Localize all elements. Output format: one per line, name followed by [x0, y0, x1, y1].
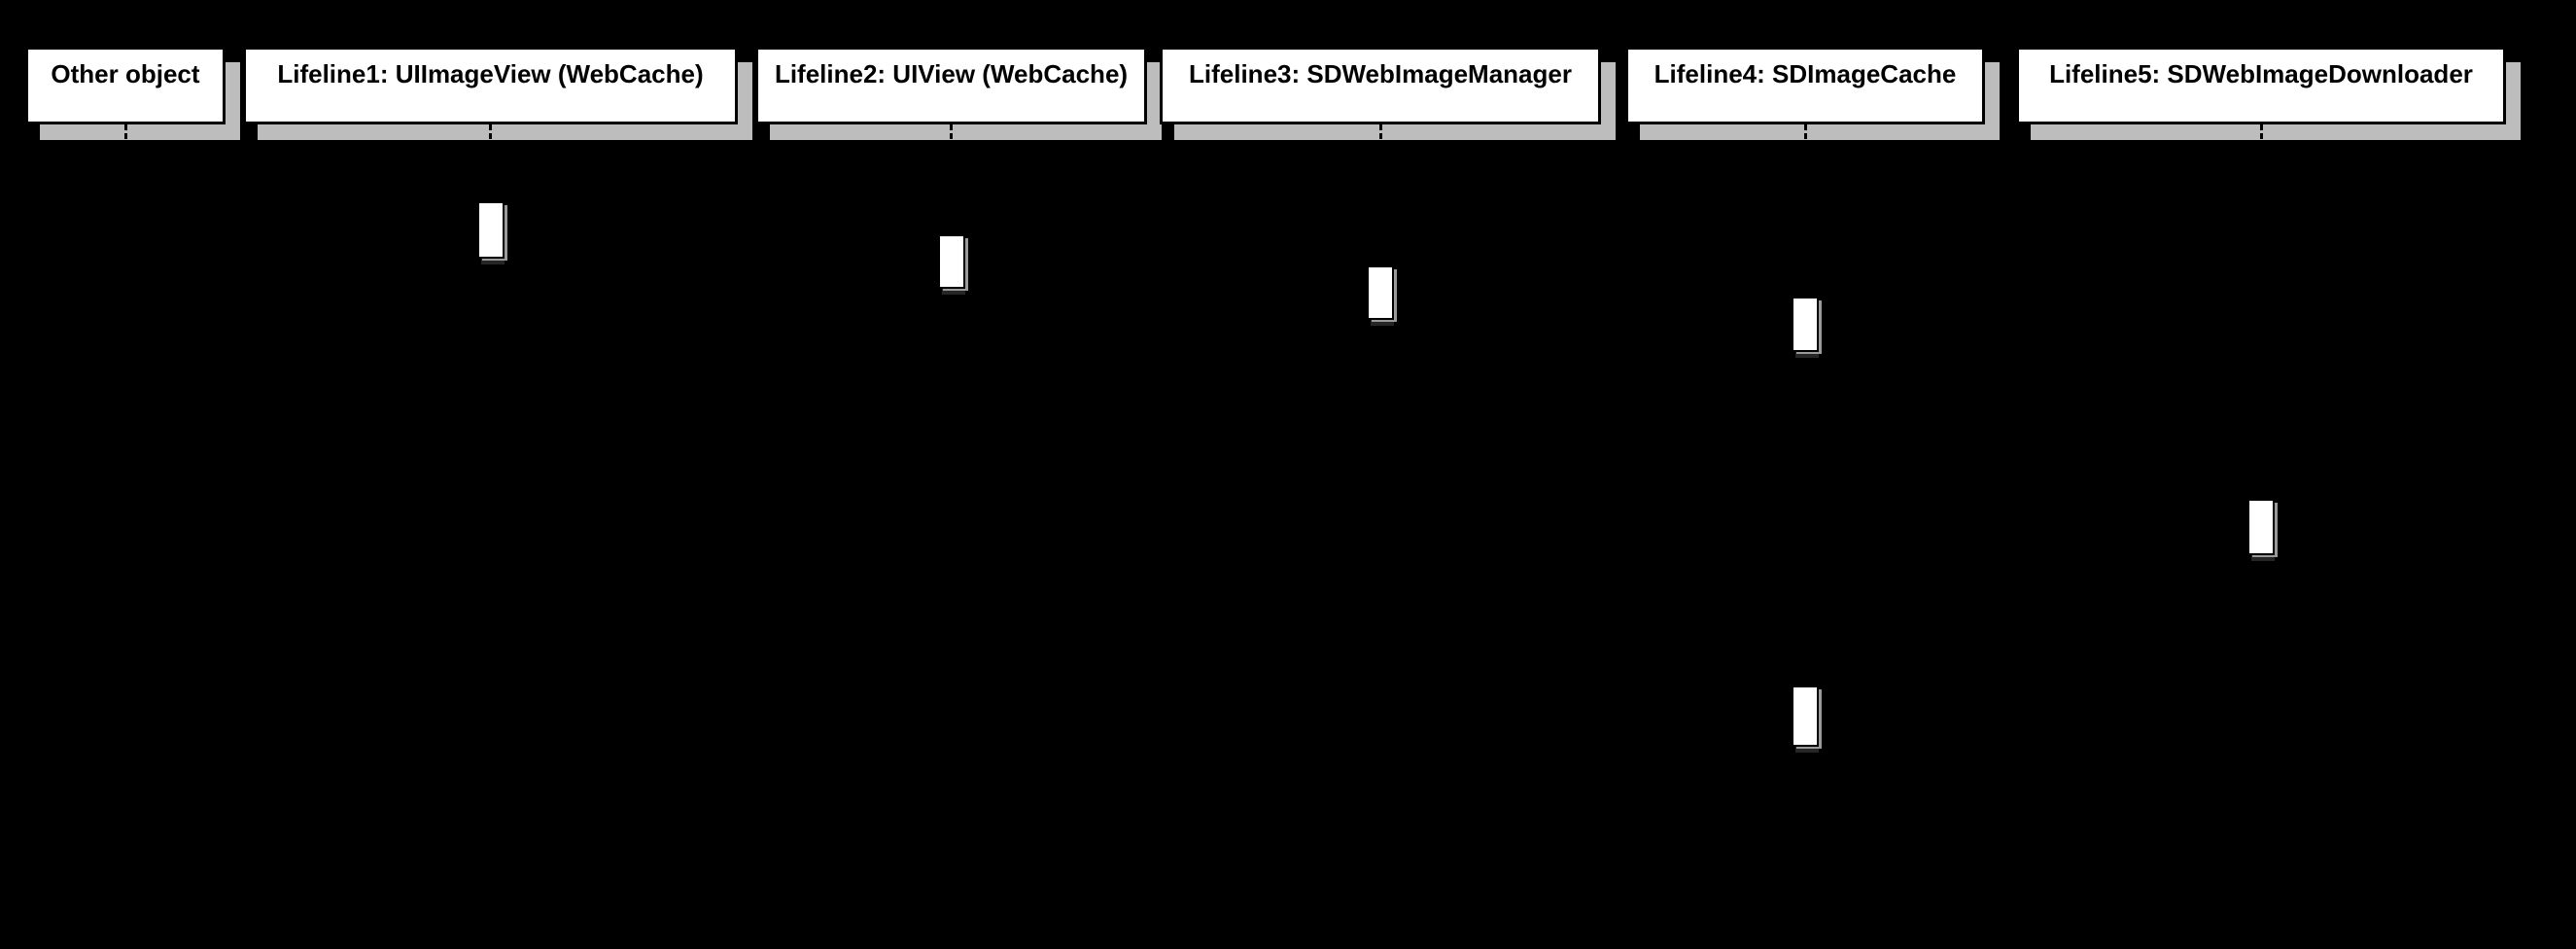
lifeline-dashed-line-lifeline1-uiimageview-webcache [489, 124, 492, 939]
lifeline-label: Lifeline3: SDWebImageManager [1189, 59, 1572, 88]
lifeline-label: Lifeline1: UIImageView (WebCache) [277, 59, 704, 88]
lifeline-dashed-line-lifeline3-sdwebimagemanager [1378, 124, 1382, 939]
activation-bar [1792, 297, 1819, 352]
lifeline-label: Lifeline2: UIView (WebCache) [774, 59, 1129, 88]
lifeline-dashed-line-lifeline2-uiview-webcache [950, 124, 953, 939]
lifeline-head-other-object: Other object [25, 47, 226, 124]
lifeline-label: Lifeline4: SDImageCache [1654, 59, 1957, 88]
lifeline-head-lifeline3-sdwebimagemanager: Lifeline3: SDWebImageManager [1160, 47, 1601, 124]
activation-bar [476, 201, 505, 259]
lifeline-label: Lifeline5: SDWebImageDownloader [2049, 59, 2473, 88]
activation-bar [937, 234, 965, 289]
activation-bar [1792, 685, 1819, 747]
lifeline-dashed-line-other-object [123, 124, 127, 939]
lifeline-head-lifeline1-uiimageview-webcache: Lifeline1: UIImageView (WebCache) [243, 47, 738, 124]
lifeline-dashed-line-lifeline4-sdimagecache [1803, 124, 1807, 939]
lifeline-head-lifeline2-uiview-webcache: Lifeline2: UIView (WebCache) [755, 47, 1147, 124]
activation-bar [1367, 265, 1394, 320]
lifeline-label: Other object [51, 59, 200, 88]
lifeline-head-lifeline4-sdimagecache: Lifeline4: SDImageCache [1625, 47, 1985, 124]
activation-bar [2247, 499, 2275, 555]
lifeline-head-lifeline5-sdwebimagedownloader: Lifeline5: SDWebImageDownloader [2016, 47, 2506, 124]
